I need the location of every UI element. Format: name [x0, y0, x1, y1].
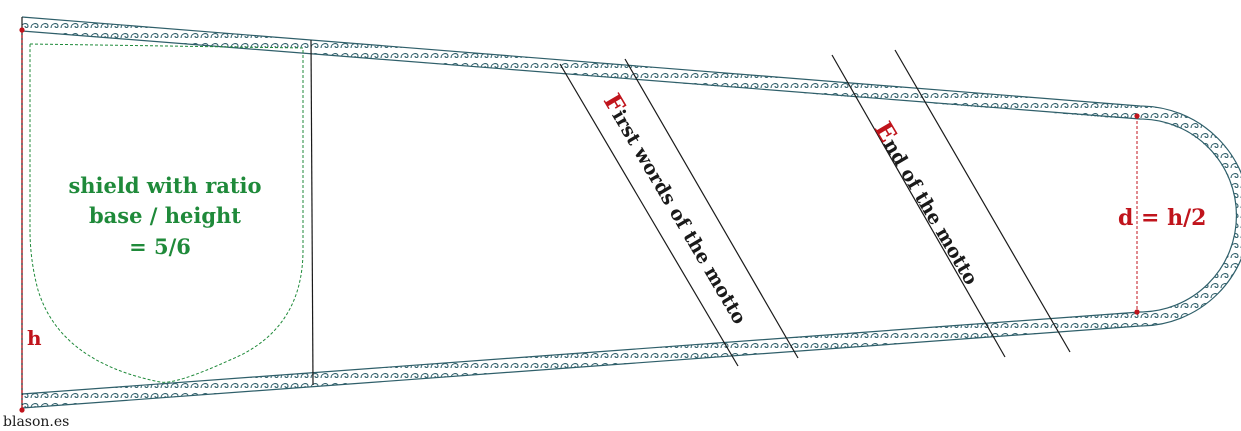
motto-first-text: First words of the motto: [598, 88, 756, 328]
motto-band-first: [559, 58, 799, 367]
shield-note-line-3: = 5/6: [129, 234, 191, 259]
shield-outline: [29, 43, 304, 383]
scroll-wave-border-icon: [21, 16, 1241, 409]
shield-note-line-1: shield with ratio: [68, 173, 261, 198]
red-dot-marker-icon: [19, 27, 25, 33]
shield-note: shield with ratio base / height = 5/6: [68, 173, 261, 259]
height-dimension: [19, 27, 25, 413]
diameter-dimension: [1134, 113, 1140, 315]
shield-note-line-2: base / height: [89, 203, 241, 228]
motto-first-rest: irst words of the motto: [607, 106, 750, 328]
red-dot-marker-icon: [1134, 113, 1140, 119]
motto-end-rest: nd of the motto: [879, 135, 982, 289]
diameter-label: d = h/2: [1118, 205, 1206, 231]
motto-band-end: [831, 49, 1071, 358]
red-dot-marker-icon: [19, 407, 25, 413]
motto-end-text: End of the motto: [869, 116, 987, 289]
credit-label: blason.es: [3, 414, 69, 430]
shield-divider: [310, 39, 314, 386]
red-dot-marker-icon: [1134, 309, 1140, 315]
height-label: h: [27, 326, 42, 350]
